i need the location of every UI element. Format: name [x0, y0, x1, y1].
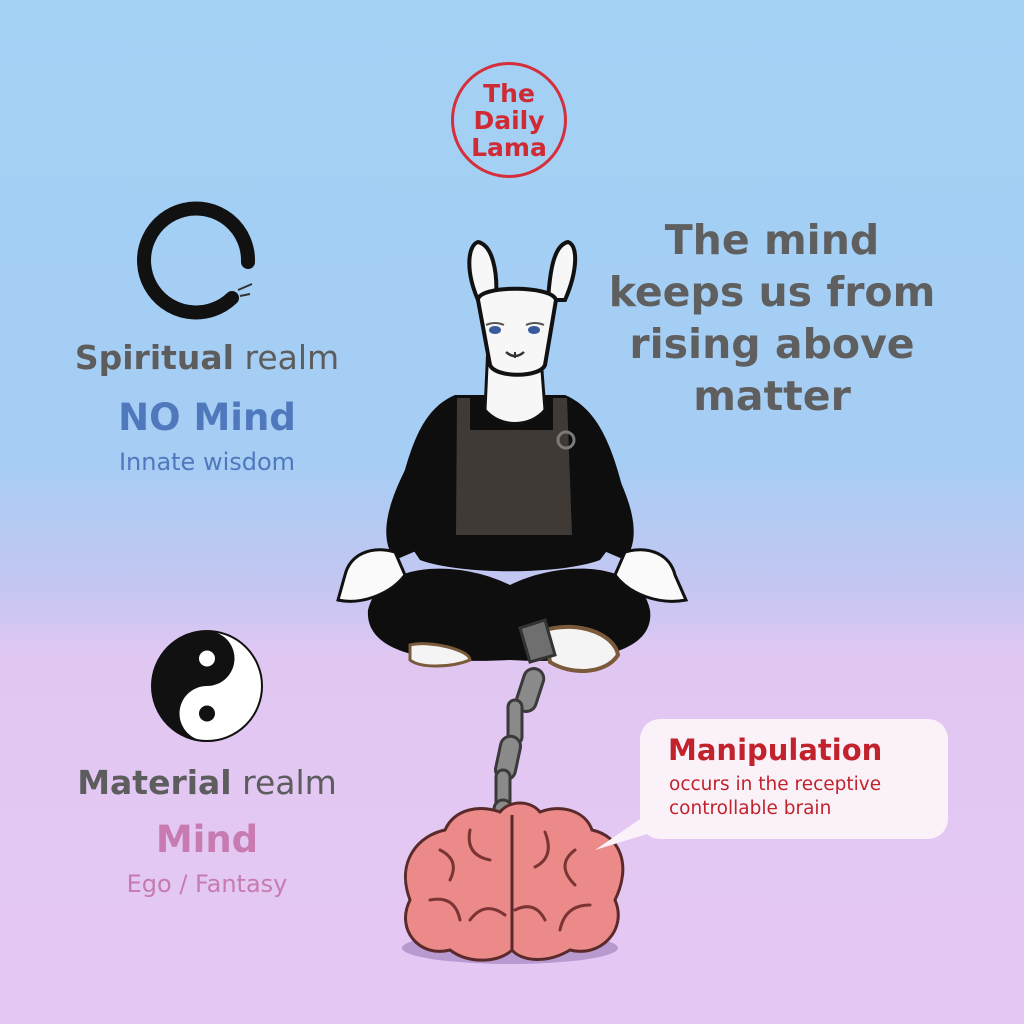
headline-line-3: rising above — [629, 320, 915, 368]
callout-line-2: controllable brain — [669, 798, 832, 819]
spiritual-title-rest: realm — [233, 338, 340, 377]
callout-title: Manipulation — [668, 733, 883, 767]
material-realm-title: Material realm — [47, 763, 367, 802]
brain — [404, 801, 625, 962]
daily-lama-logo: The Daily Lama — [451, 62, 567, 178]
logo-line-2: Daily — [473, 105, 545, 135]
spiritual-title-bold: Spiritual — [74, 338, 234, 377]
logo-line-1: The — [483, 78, 535, 108]
headline-line-2: keeps us from — [608, 268, 936, 316]
material-subtitle: Ego / Fantasy — [126, 870, 288, 898]
callout-bubble — [640, 719, 948, 839]
headline: The mind keeps us from rising above matt… — [592, 214, 952, 422]
headline-line-1: The mind — [664, 216, 880, 264]
material-title-bold: Material — [77, 763, 232, 802]
material-title-rest: realm — [231, 763, 337, 802]
no-mind-label: NO Mind — [118, 396, 296, 439]
callout-line-1: occurs in the receptive — [669, 774, 882, 795]
yin-yang-icon — [151, 630, 263, 742]
callout-text: occurs in the receptive controllable bra… — [669, 773, 949, 821]
enso-circle-icon — [137, 201, 256, 320]
llama-monk — [336, 239, 689, 673]
mind-label: Mind — [155, 818, 259, 861]
logo-line-3: Lama — [471, 132, 547, 162]
spiritual-subtitle: Innate wisdom — [118, 448, 296, 476]
spiritual-realm-title: Spiritual realm — [47, 338, 367, 377]
headline-line-4: matter — [693, 372, 851, 420]
